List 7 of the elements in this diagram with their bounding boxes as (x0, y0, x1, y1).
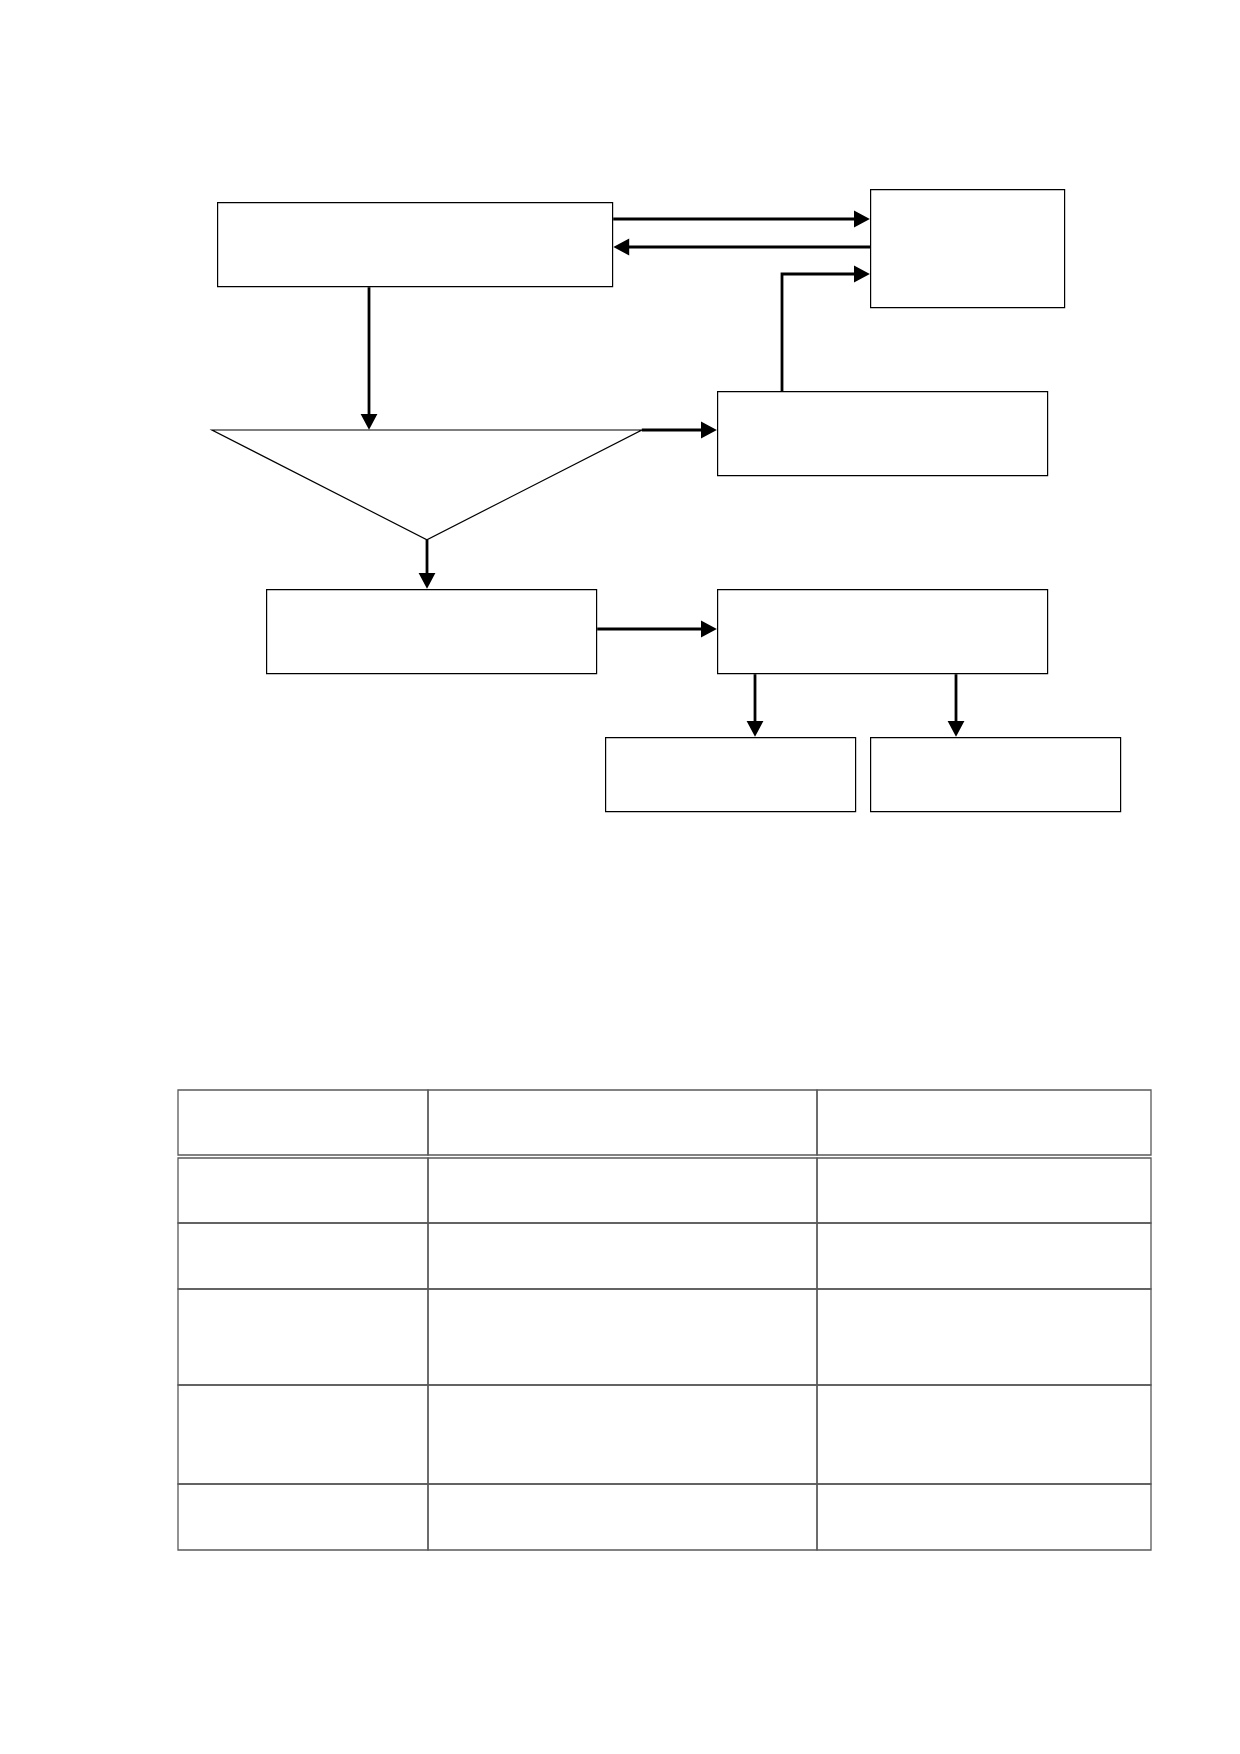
process-box (266, 589, 598, 675)
process-box (605, 737, 857, 813)
process-box (870, 189, 1066, 309)
process-box (870, 737, 1122, 813)
process-box (717, 391, 1049, 477)
process-box (717, 589, 1049, 675)
process-box (217, 202, 614, 288)
